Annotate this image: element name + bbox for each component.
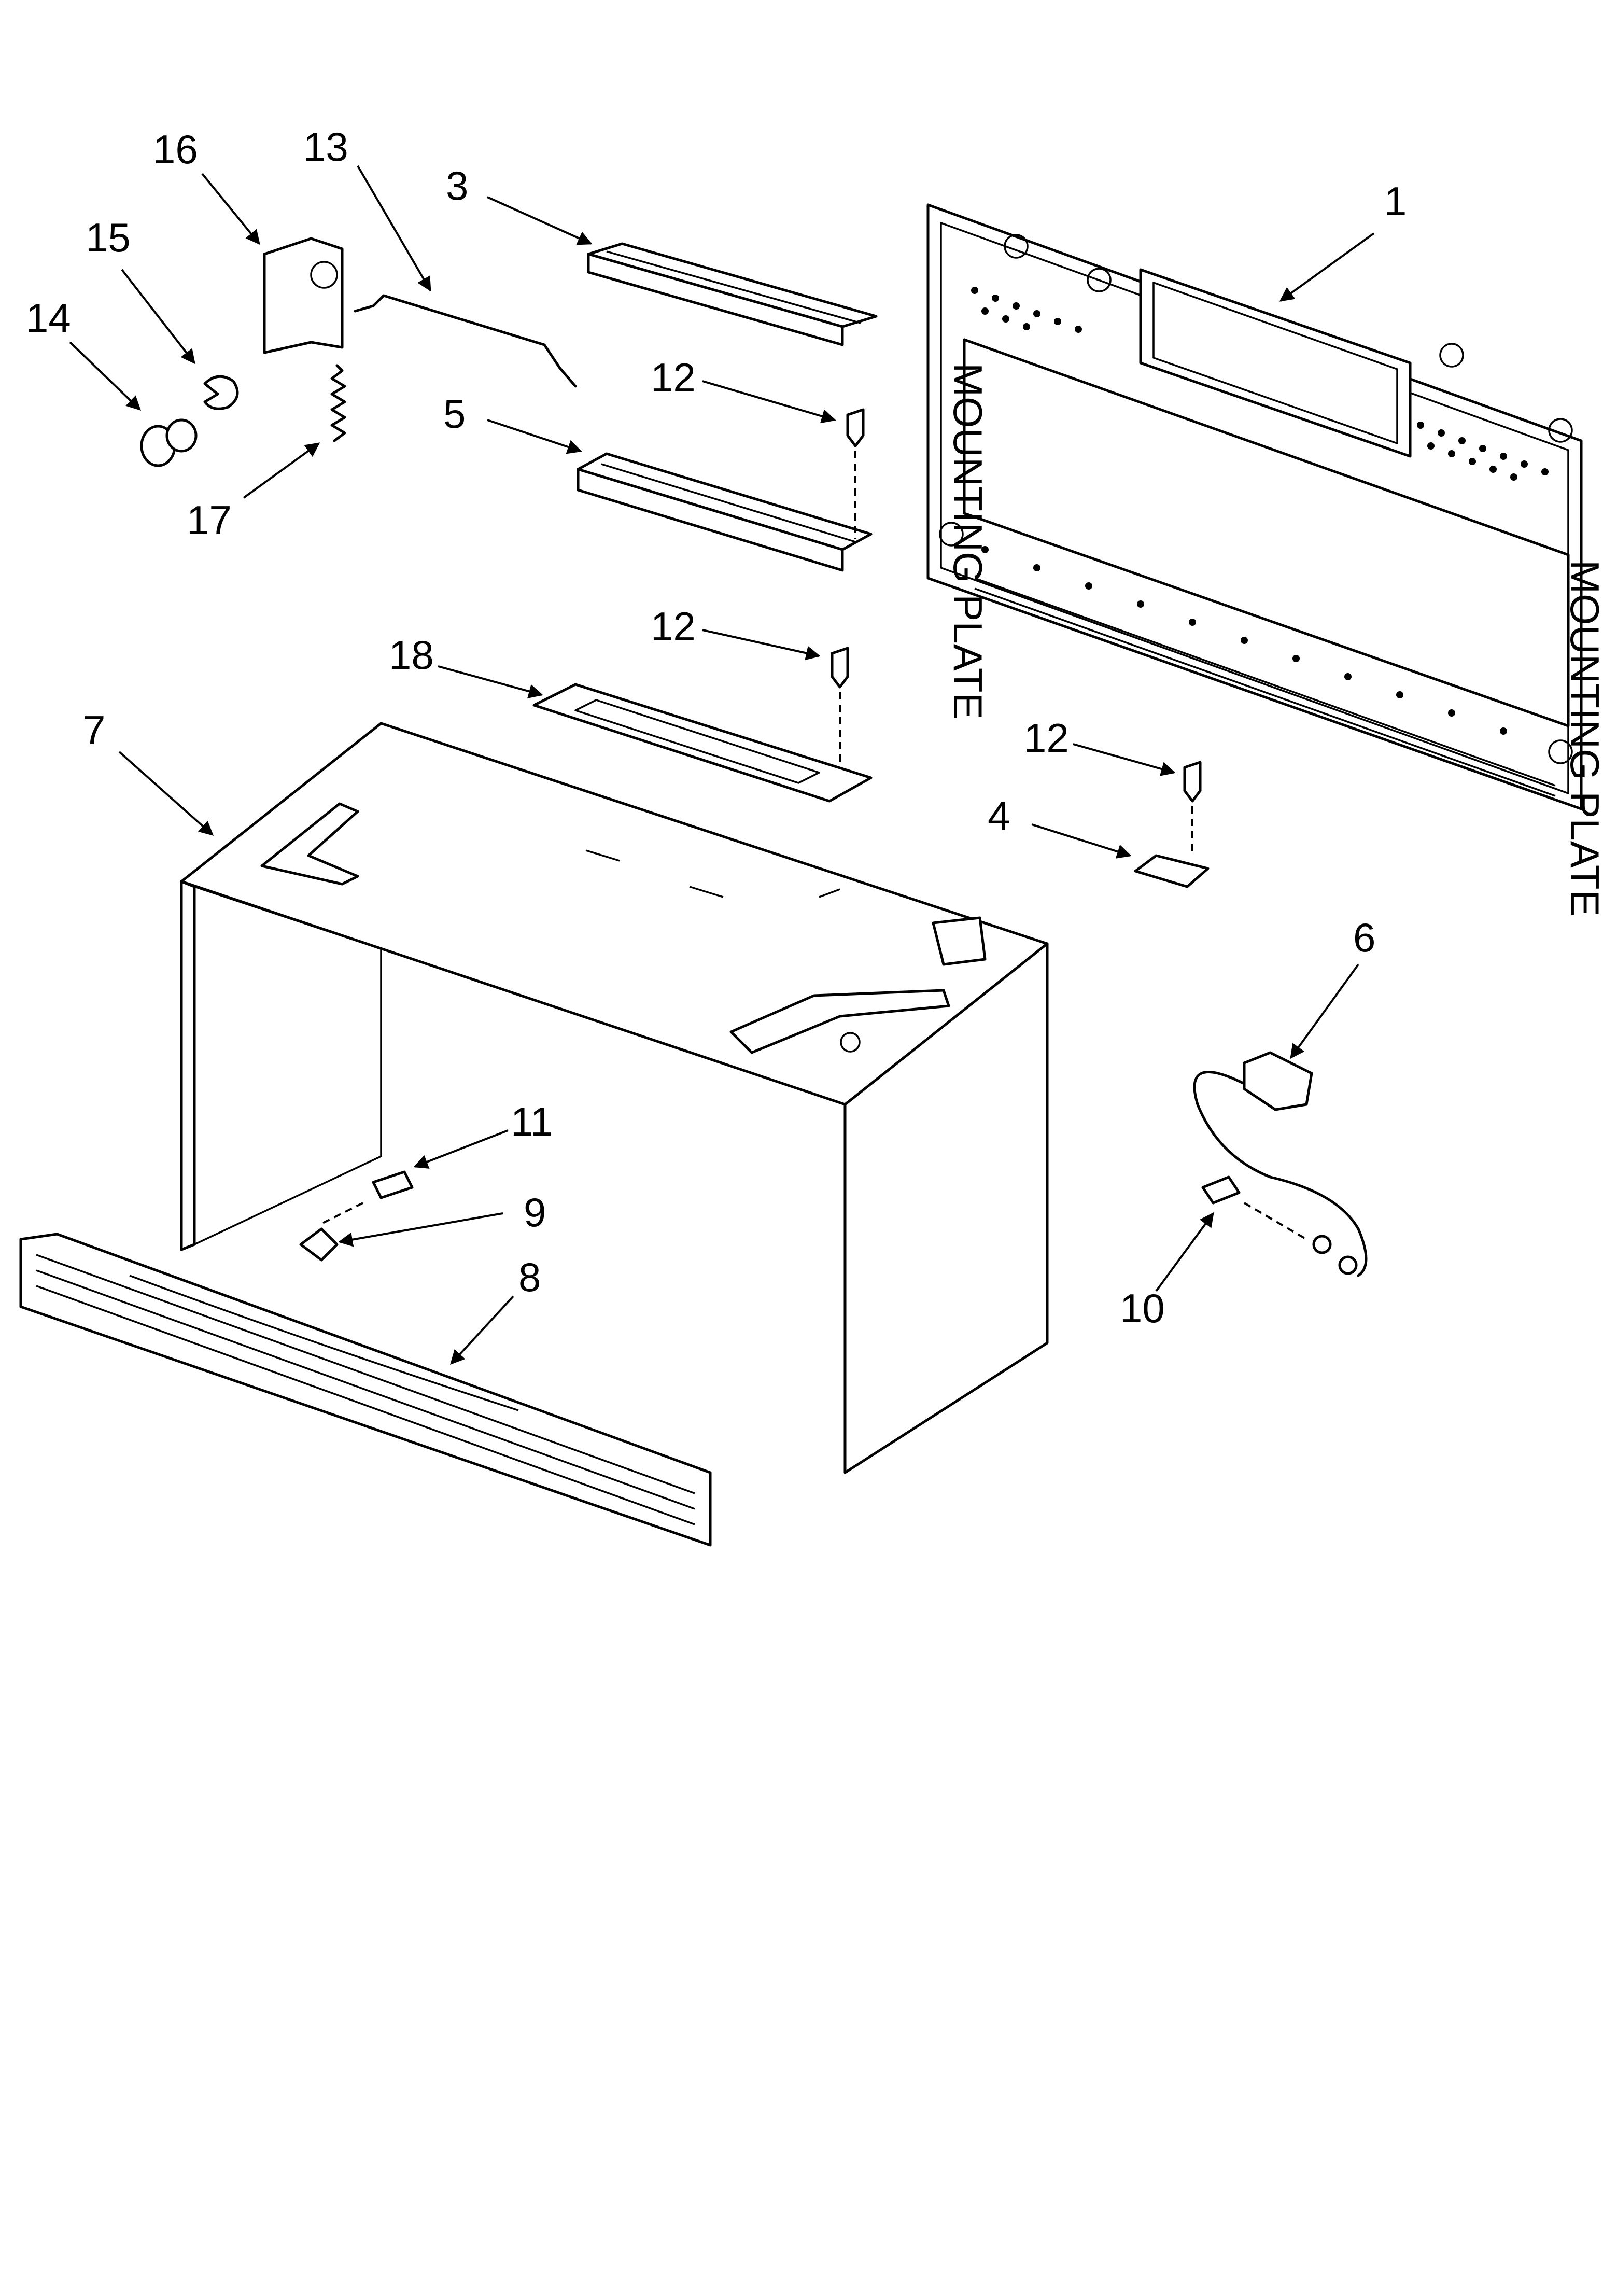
knob-part (140, 418, 198, 467)
clip-part-9 (299, 1227, 339, 1262)
screw-part-11 (321, 1170, 414, 1225)
plate-dots (971, 287, 1549, 735)
callout-10: 10 (1120, 1285, 1165, 1331)
wire-rod-part (354, 294, 577, 388)
grille-part (19, 1233, 712, 1547)
callout-6: 6 (1353, 915, 1375, 960)
callout-16: 16 (153, 127, 198, 172)
e-clip-part (203, 375, 239, 410)
thermal-cutout-part (1193, 1051, 1368, 1277)
callout-3: 3 (446, 163, 468, 208)
callout-15: 15 (86, 215, 131, 260)
callout-8: 8 (518, 1254, 541, 1300)
callout-12-middle: 12 (651, 604, 696, 649)
channel-part (587, 242, 878, 346)
callout-11: 11 (511, 1099, 553, 1144)
callout-12-top: 12 (651, 355, 696, 400)
plate-stamp-left: MOUNTING PLATE (945, 363, 991, 720)
small-bracket-part (1134, 854, 1210, 888)
mounting-plate-part: MOUNTING PLATE MOUNTING PLATE (926, 203, 1608, 917)
ground-screw-part (1201, 1175, 1307, 1240)
callout-5: 5 (443, 391, 466, 437)
screw-part-b (831, 647, 849, 767)
bracket-part (577, 452, 873, 572)
callout-18: 18 (389, 632, 434, 678)
callout-13: 13 (303, 124, 348, 170)
callout-17: 17 (187, 497, 232, 543)
screw-part-a (846, 408, 865, 539)
cabinet-part (180, 722, 1049, 1474)
callout-1: 1 (1384, 178, 1407, 224)
spring-part (330, 364, 346, 442)
screw-part-c (1183, 761, 1202, 856)
callout-4: 4 (988, 793, 1010, 838)
callout-9: 9 (524, 1189, 546, 1235)
callout-14: 14 (26, 295, 71, 341)
callout-12-right: 12 (1024, 715, 1069, 761)
hinge-plate-part (263, 237, 344, 354)
plate-stamp-right: MOUNTING PLATE (1562, 560, 1608, 917)
gasket-part (532, 683, 873, 803)
callout-7: 7 (83, 707, 105, 753)
